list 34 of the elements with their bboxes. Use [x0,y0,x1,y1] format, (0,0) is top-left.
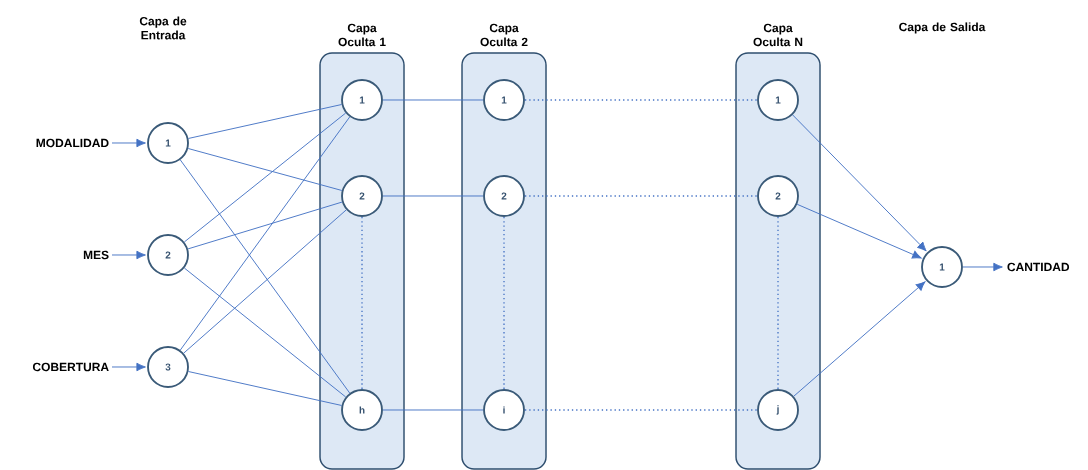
arrow [111,138,146,148]
arrow [792,114,927,252]
connection-line [187,201,343,250]
connection-line [183,209,347,354]
connection-line [183,267,347,398]
output-label: CANTIDAD [1007,262,1070,272]
input-label: MES [83,250,109,260]
arrow [111,250,146,260]
node-label: Capa Oculta N [753,23,803,47]
dotted-line [524,195,758,197]
arrow [962,262,1003,272]
connection-line [382,99,484,101]
connection-line [188,104,343,139]
dotted-line [777,216,779,390]
input-label: COBERTURA [32,362,109,372]
arrow [796,203,922,259]
connection-line [187,148,343,191]
dotted-line [503,216,505,390]
arrow [111,362,146,372]
dotted-line [361,216,363,390]
connection-line [179,116,351,351]
node-label: Capa Oculta 2 [480,23,528,47]
layer-heading: Capa de Salida [899,22,986,34]
layer-heading: Capa de Entrada [139,16,187,40]
connection-line [382,409,484,411]
connection-line [382,195,484,197]
connection-line [183,112,347,243]
connection-line [188,371,343,406]
node-label: Capa Oculta 1 [338,23,386,47]
dotted-line [524,409,758,411]
dotted-line [524,99,758,101]
connection-line [179,159,351,394]
input-label: MODALIDAD [36,138,109,148]
arrow [793,281,926,397]
